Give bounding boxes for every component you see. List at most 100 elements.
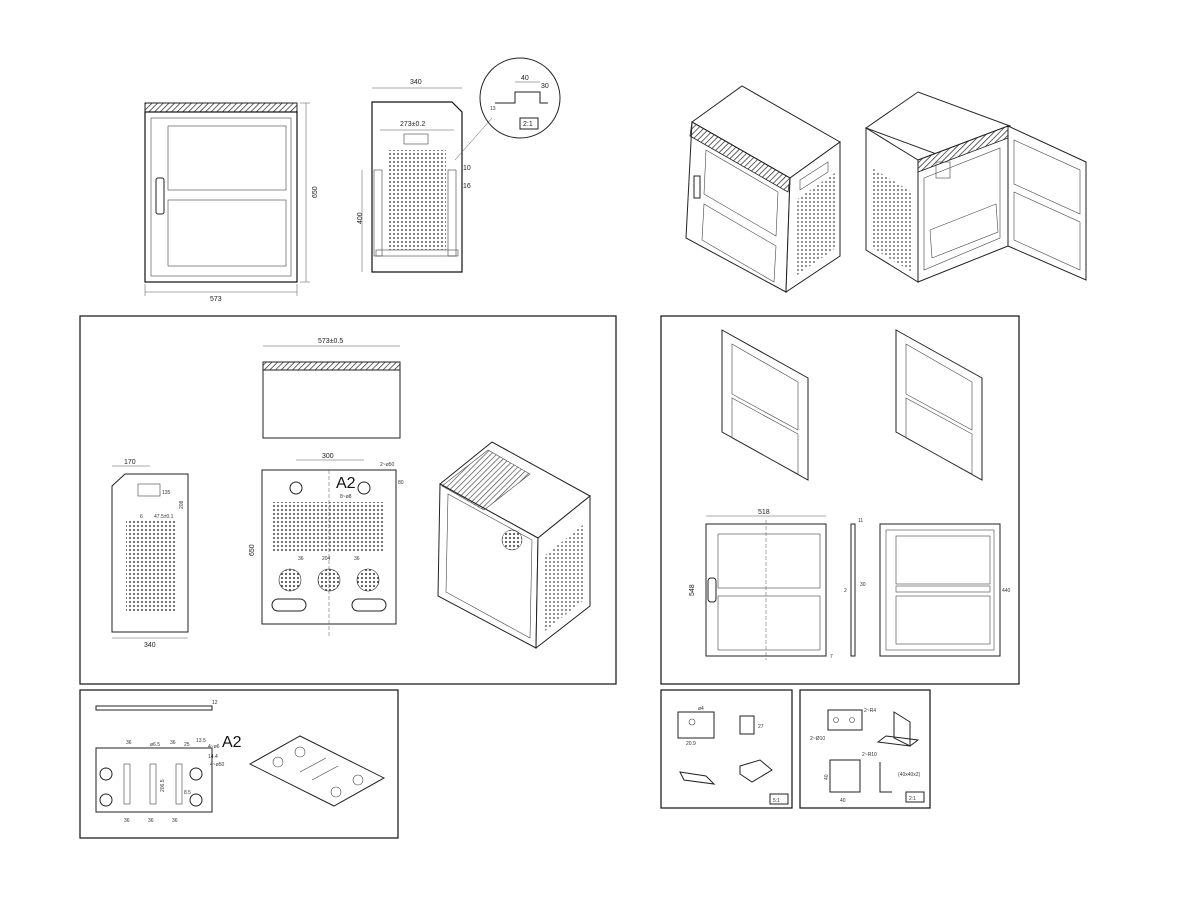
isometric-open-cabinet (864, 91, 1087, 283)
door-front-view: 518 548 7 (689, 509, 833, 660)
front-elevation-view: 573 650 (144, 102, 319, 303)
bottom-plate-b36-2: 36 (148, 818, 154, 824)
bracket-d2: 2~Ø10 (810, 736, 825, 742)
isometric-body-view (437, 441, 591, 650)
side-width-label: 340 (410, 79, 422, 86)
bottom-plate-iso (248, 735, 386, 807)
hinge-d3: 20.9 (686, 741, 696, 747)
isometric-closed-cabinet (685, 85, 841, 293)
back-panel-callout: A2 (336, 475, 356, 492)
back-panel-height-label: 650 (249, 544, 256, 556)
side-inner-width-label: 273±0.2 (400, 121, 425, 128)
hinge-detail-views: ø4 20.9 27 5:1 (677, 706, 789, 805)
bottom-plate-d85: 8.5 (184, 790, 191, 796)
side-panel-view: 170 135 208 47.5±0.1 6 340 (111, 459, 189, 649)
bottom-plate-thickness-label: 12 (212, 700, 218, 706)
bottom-plate-b36-1: 36 (124, 818, 130, 824)
bottom-plate-d50: 4~ø50 (210, 762, 225, 768)
side-section-view: 340 273±0.2 400 10 16 (357, 79, 493, 273)
side-panel-outline (111, 473, 189, 633)
bottom-plate-d65: ø6.5 (150, 742, 160, 748)
bottom-plate-d36-1: 36 (126, 740, 132, 746)
bracket-detail-views: 2~R4 2~Ø10 2~R10 40 40 (40x40x2) 2:1 (810, 708, 925, 804)
bottom-plate-views: 12 36 ø6.5 36 25 13.5 4~ø6 A2 14.4 4~ø50… (95, 700, 386, 824)
side-dim-16-label: 16 (463, 183, 471, 190)
front-door-perforation-top (167, 125, 287, 191)
bracket-scale-label: 2:1 (909, 796, 916, 802)
bracket-detail-frame (799, 689, 931, 809)
top-panel-outline (262, 369, 401, 439)
hinge-scale-label: 5:1 (773, 798, 780, 804)
detail-dim-13-label: 13 (490, 106, 496, 112)
side-panel-dim-135-label: 135 (162, 490, 171, 496)
side-left-rail (373, 169, 383, 257)
detail-dim-30-label: 30 (541, 83, 549, 90)
front-top-vent-strip (144, 102, 298, 113)
door-edge-view: 11 30 2 (844, 518, 866, 657)
bottom-plate-b36-3: 36 (172, 818, 178, 824)
side-outline (371, 101, 463, 273)
back-panel-dim-36a: 36 (298, 556, 304, 562)
side-perforation-field (388, 150, 446, 250)
side-height-label: 400 (357, 212, 364, 224)
iso-open-door (1007, 125, 1087, 281)
hinge-detail-frame (660, 689, 793, 809)
door-rear-outline (879, 523, 1001, 657)
back-panel-width-label: 300 (322, 453, 334, 460)
side-panel-dim-208-label: 208 (179, 500, 185, 509)
detail-circle-view: 40 30 13 2:1 (479, 57, 561, 139)
back-panel-view: 300 A2 2~ø50 8~ø8 80 36 204 36 650 (249, 453, 404, 636)
back-panel-hole-spec2: 8~ø8 (340, 494, 352, 500)
door-width-label: 518 (758, 509, 770, 516)
door-inner-label: 440 (1002, 588, 1011, 594)
bottom-plate-d2065: 206.5 (160, 779, 166, 792)
back-panel-fan-right (356, 568, 380, 592)
detail-leader-line (454, 117, 493, 161)
side-panel-dim-475-label: 47.5±0.1 (154, 514, 174, 520)
front-door-perforation-bottom (167, 199, 287, 267)
back-panel-dim-204: 204 (322, 556, 331, 562)
door-dim-2-label: 2 (844, 588, 847, 594)
bottom-plate-frame (79, 689, 399, 839)
door-thickness-label: 11 (858, 518, 863, 524)
door-dim-30-label: 30 (860, 582, 866, 588)
bracket-d1: 2~R4 (864, 708, 876, 714)
side-panel-dim-6-label: 6 (140, 514, 143, 520)
back-panel-hole-spec: 2~ø50 (380, 462, 395, 468)
front-door-handle (155, 177, 165, 215)
door-rear-view: 440 (879, 523, 1011, 657)
door-iso-left (721, 329, 809, 481)
hinge-d1: ø4 (698, 706, 704, 712)
door-parts-frame (660, 315, 1020, 685)
hinge-d2: 27 (758, 724, 764, 730)
bracket-d5: 40 (824, 774, 830, 780)
side-panel-width-label: 340 (144, 642, 156, 649)
bottom-plate-d36-2: 36 (170, 740, 176, 746)
sheet-metal-parts-frame (79, 315, 617, 685)
detail-scale-label: 2:1 (523, 121, 533, 128)
bottom-plate-d6: 4~ø6 (208, 744, 220, 750)
side-panel-top-width-label: 170 (124, 459, 136, 466)
front-height-label: 650 (312, 186, 319, 198)
door-iso-right (895, 329, 983, 481)
bracket-d6: 40 (840, 798, 846, 804)
top-panel-width-label: 573±0.5 (318, 338, 343, 345)
bottom-plate-d135: 13.5 (196, 738, 206, 744)
back-panel-dim-80-label: 80 (398, 480, 404, 486)
bottom-plate-d25: 25 (184, 742, 190, 748)
door-height-label: 548 (689, 584, 696, 596)
front-width-label: 573 (210, 296, 222, 303)
back-panel-dim-36b: 36 (354, 556, 360, 562)
detail-dim-40-label: 40 (521, 75, 529, 82)
top-panel-view: 573±0.5 (262, 338, 401, 439)
side-dim-10-label: 10 (463, 165, 471, 172)
back-panel-fan-left (278, 568, 302, 592)
front-cabinet-outline (144, 111, 298, 283)
front-door-outline (150, 117, 292, 277)
bracket-d4: (40x40x2) (898, 772, 921, 778)
bottom-plate-outline (95, 747, 213, 813)
iso-body-opening (445, 493, 533, 639)
iso-open-interior (923, 147, 1001, 271)
detail-circle-outline (479, 57, 561, 139)
